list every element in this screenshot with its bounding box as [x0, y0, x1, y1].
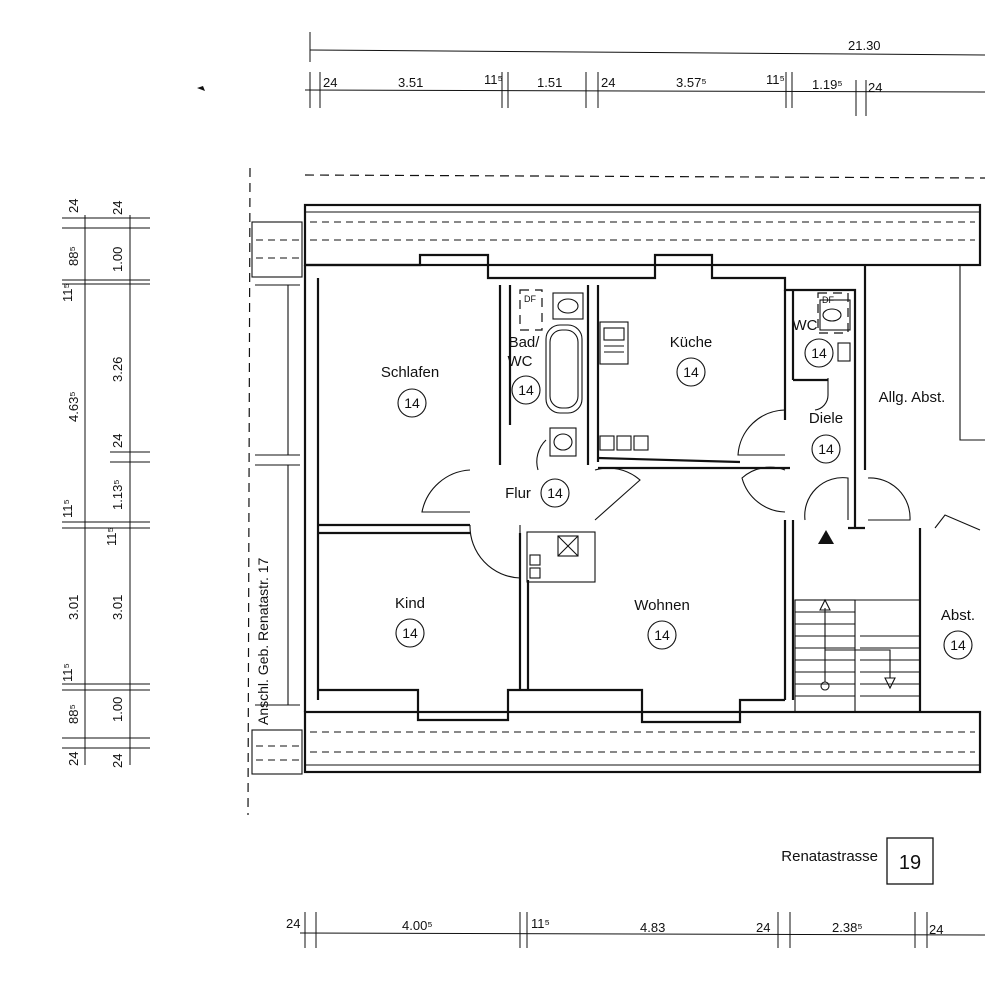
dim-bottom-seg-4: 4.83	[640, 920, 665, 935]
room-label-schlafen: Schlafen	[381, 364, 439, 381]
dim-left-outer-3: 11⁵	[60, 283, 75, 302]
dim-left-outer-8: 88⁵	[66, 704, 81, 724]
dim-top-total: 21.30	[848, 38, 881, 53]
df-label-bad: DF	[524, 294, 536, 304]
dim-left-inner-2: 1.00	[110, 247, 125, 272]
stair-up-arrow-icon	[819, 598, 831, 611]
room-number-diele: 14	[818, 441, 834, 457]
scan-speck	[197, 86, 205, 91]
dim-top-seg-5: 24	[601, 75, 615, 90]
room-label-kind: Kind	[395, 595, 425, 612]
room-label-wc: WC	[793, 317, 818, 334]
dim-left-inner-9: 24	[110, 754, 125, 768]
room-number-wc: 14	[811, 345, 827, 361]
room-flur[interactable]: Flur 14	[505, 478, 570, 508]
dim-left-inner-6: 11⁵	[104, 527, 119, 546]
df-label-wc: DF	[822, 295, 834, 305]
room-number-kind: 14	[402, 625, 418, 641]
room-number-wohnen: 14	[654, 627, 670, 643]
dim-bottom-seg-7: 24	[929, 922, 943, 937]
dim-left-inner-8: 1.00	[110, 697, 125, 722]
room-label-wohnen: Wohnen	[634, 597, 690, 614]
doors	[421, 378, 911, 579]
roof-boundary-line	[304, 174, 986, 179]
room-number-flur: 14	[547, 485, 563, 501]
dim-top-seg-3: 11⁵	[484, 72, 503, 87]
dim-left-inner-5: 1.13⁵	[110, 479, 125, 510]
warning-triangle-icon	[818, 530, 834, 544]
property-boundary-line	[247, 167, 251, 816]
dim-top-seg-1: 24	[323, 75, 337, 90]
top-dimension-chain: 21.30 24 3.51 11⁵ 1.51 24 3.57⁵ 11⁵ 1.19…	[304, 32, 986, 116]
room-number-kueche: 14	[683, 364, 699, 380]
dim-top-seg-6: 3.57⁵	[676, 75, 707, 90]
dim-top-seg-2: 3.51	[398, 75, 423, 90]
room-label-flur: Flur	[505, 485, 531, 502]
room-number-abst: 14	[950, 637, 966, 653]
dim-top-seg-7: 11⁵	[766, 72, 785, 87]
dim-left-inner-1: 24	[110, 201, 125, 215]
street-name: Renatastrasse	[781, 848, 878, 865]
dim-left-outer-7: 11⁵	[60, 663, 75, 682]
room-label-kueche: Küche	[670, 334, 713, 351]
dim-left-outer-2: 88⁵	[66, 246, 81, 266]
room-wc[interactable]: WC 14	[793, 317, 834, 368]
dim-left-outer-6: 3.01	[66, 595, 81, 620]
room-label-abst: Abst.	[941, 607, 975, 624]
room-label-bad: Bad/	[509, 334, 541, 351]
house-number: 19	[899, 852, 921, 874]
room-kueche[interactable]: Küche 14	[670, 334, 713, 387]
room-kind[interactable]: Kind 14	[395, 595, 425, 648]
dim-left-outer-4: 4.63⁵	[66, 391, 81, 422]
chimney-shaft	[526, 531, 596, 583]
dim-left-inner-3: 3.26	[110, 357, 125, 382]
stair-down-arrow-icon	[884, 677, 896, 690]
roof-band-top	[251, 203, 982, 278]
dim-left-outer-9: 24	[66, 752, 81, 766]
dim-left-inner-4: 24	[110, 434, 125, 448]
dim-top-seg-9: 24	[868, 80, 882, 95]
neighbor-building-label: Anschl. Geb. Renatastr. 17	[255, 557, 271, 725]
kitchen-fixtures	[599, 321, 649, 451]
room-label-bad-wc: WC	[508, 353, 533, 370]
room-wohnen[interactable]: Wohnen 14	[634, 597, 690, 650]
room-abst[interactable]: Abst. 14	[941, 607, 975, 660]
room-label-allg-abst: Allg. Abst.	[879, 389, 946, 406]
dim-top-seg-4: 1.51	[537, 75, 562, 90]
dim-bottom-seg-3: 11⁵	[531, 916, 550, 931]
bathroom-fixtures: DF DF	[519, 289, 851, 457]
dim-bottom-seg-2: 4.00⁵	[402, 918, 433, 933]
left-dimension-chains: 24 88⁵ 11⁵ 4.63⁵ 11⁵ 3.01 11⁵ 88⁵ 24 24 …	[60, 199, 150, 768]
interior-walls	[318, 265, 985, 712]
staircase[interactable]	[794, 530, 920, 713]
street-label: Renatastrasse 19	[781, 837, 934, 885]
room-number-schlafen: 14	[404, 395, 420, 411]
room-number-bad: 14	[518, 382, 534, 398]
roof-band-bottom	[251, 710, 982, 775]
room-label-diele: Diele	[809, 410, 843, 427]
room-diele[interactable]: Diele 14	[809, 410, 843, 464]
bottom-dimension-chain: 24 4.00⁵ 11⁵ 4.83 24 2.38⁵ 24	[286, 912, 986, 948]
dim-bottom-seg-5: 24	[756, 920, 770, 935]
room-bad-wc[interactable]: Bad/ WC 14	[508, 334, 541, 405]
dim-bottom-seg-1: 24	[286, 916, 300, 931]
dim-left-outer-1: 24	[66, 199, 81, 213]
dim-bottom-seg-6: 2.38⁵	[832, 920, 863, 935]
dim-left-inner-7: 3.01	[110, 595, 125, 620]
dim-top-seg-8: 1.19⁵	[812, 77, 843, 92]
room-schlafen[interactable]: Schlafen 14	[381, 364, 439, 418]
dim-left-outer-5: 11⁵	[60, 499, 75, 518]
room-allg-abst[interactable]: Allg. Abst.	[879, 389, 946, 406]
